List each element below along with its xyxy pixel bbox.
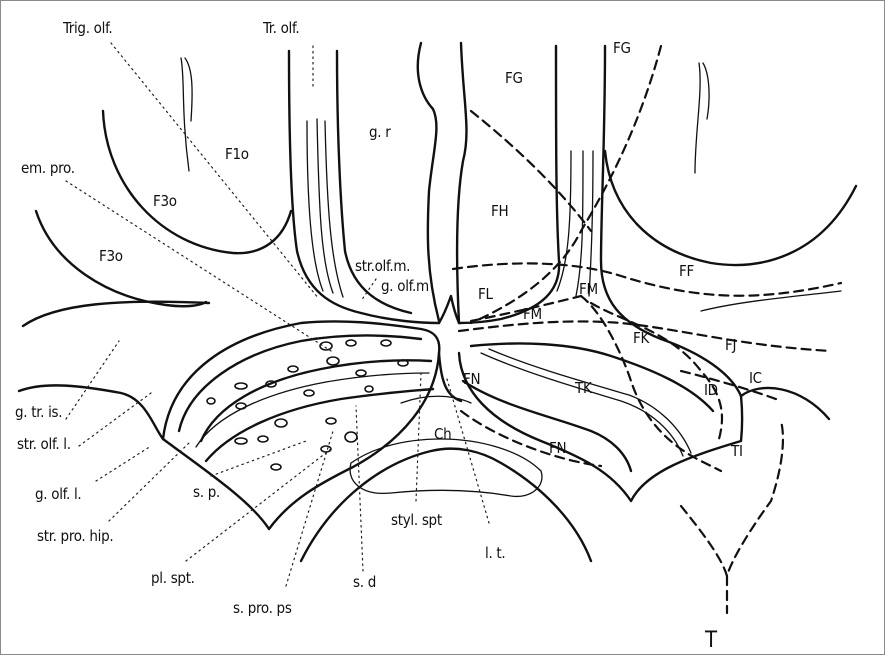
label-fm-right: FM (579, 280, 598, 298)
label-fn-upper: FN (463, 370, 480, 388)
perforation (365, 386, 373, 392)
pointer-styl-spt (416, 373, 421, 501)
label-f3o-upper: F3o (153, 192, 177, 210)
perforation (275, 419, 287, 427)
perforation (346, 340, 356, 346)
label-t: T (704, 628, 718, 653)
right-hemisphere-outlines (453, 43, 856, 613)
perforation (207, 398, 215, 404)
perforation (288, 366, 298, 372)
label-fg-mid: FG (505, 69, 523, 87)
label-tk: TK (574, 379, 593, 397)
label-s-p: s. p. (193, 483, 220, 501)
label-pl-spt: pl. spt. (151, 569, 195, 587)
right-dashed-boundary-1 (471, 46, 661, 323)
label-str-olf-m: str.olf.m. (355, 257, 410, 275)
left-band-1 (179, 335, 421, 431)
right-sulcus-top (695, 63, 709, 173)
label-s-pro-ps: s. pro. ps (233, 599, 292, 617)
left-band-2 (201, 360, 431, 441)
label-fg-top: FG (613, 39, 631, 57)
perforation (235, 438, 247, 444)
left-sulcus-top (181, 58, 192, 171)
label-styl-spt: styl. spt (391, 511, 442, 529)
perforation (271, 464, 281, 470)
label-id: ID (704, 381, 718, 399)
left-band-inner-line (196, 373, 429, 447)
right-dashed-boundary-3 (453, 263, 841, 295)
right-band-1 (471, 343, 713, 411)
perforation (381, 340, 391, 346)
label-fl: FL (478, 285, 493, 303)
pointer-s-p (211, 441, 306, 476)
label-s-d: s. d (353, 573, 376, 591)
label-fm-mid: FM (523, 305, 542, 323)
pointer-g-tr-is (66, 341, 119, 419)
label-ch: Ch (434, 425, 451, 443)
perforation (326, 418, 336, 424)
right-tract-fibers (557, 151, 593, 296)
label-em-pro: em. pro. (21, 159, 75, 177)
label-fn-lower: FN (549, 439, 566, 457)
perforation (321, 446, 331, 452)
right-gyrus-rectus-outline (457, 43, 466, 323)
perforation (327, 357, 339, 365)
left-f1-gyrus-outline (103, 111, 291, 253)
label-ff: FF (679, 262, 694, 280)
chiasma-outline (301, 449, 591, 561)
midline-notch (439, 296, 459, 323)
label-ti: TI (730, 442, 743, 460)
right-dashed-boundary-5 (591, 303, 722, 439)
label-tr-olf: Tr. olf. (262, 19, 299, 37)
label-g-tr-is: g. tr. is. (15, 403, 62, 421)
label-g-r: g. r (369, 123, 391, 141)
right-f1-gyrus-outline (605, 151, 856, 265)
pointer-trig-olf (111, 43, 319, 299)
optic-tract-left (439, 353, 461, 401)
label-str-olf-l: str. olf. l. (17, 435, 71, 453)
label-g-olf-l: g. olf. l. (35, 485, 81, 503)
label-g-olf-m: g. olf.m (381, 277, 429, 295)
perforation (235, 383, 247, 389)
pointer-str-pro-hip (109, 441, 191, 521)
label-l-t: l. t. (485, 544, 505, 562)
perforation (345, 432, 357, 442)
label-fj: FJ (725, 336, 736, 354)
label-trig-olf: Trig. olf. (62, 19, 112, 37)
perforation (304, 390, 314, 396)
label-f1o: F1o (225, 145, 249, 163)
pointer-s-pro-ps (286, 431, 333, 586)
right-olfactory-tract-left (459, 46, 559, 323)
label-ic: IC (749, 369, 762, 387)
label-str-pro-hip: str. pro. hip. (37, 527, 113, 545)
perforation (258, 436, 268, 442)
perforation (236, 403, 246, 409)
perforation (356, 370, 366, 376)
pointer-g-olf-l (96, 446, 151, 481)
label-fk: FK (633, 329, 650, 347)
label-fh: FH (491, 202, 508, 220)
right-dashed-boundary-2 (471, 111, 591, 231)
label-f3o-lower: F3o (99, 247, 123, 265)
pointer-str-olf-l (79, 393, 151, 446)
label-pointer-lines (66, 43, 489, 586)
perforation (320, 342, 332, 350)
